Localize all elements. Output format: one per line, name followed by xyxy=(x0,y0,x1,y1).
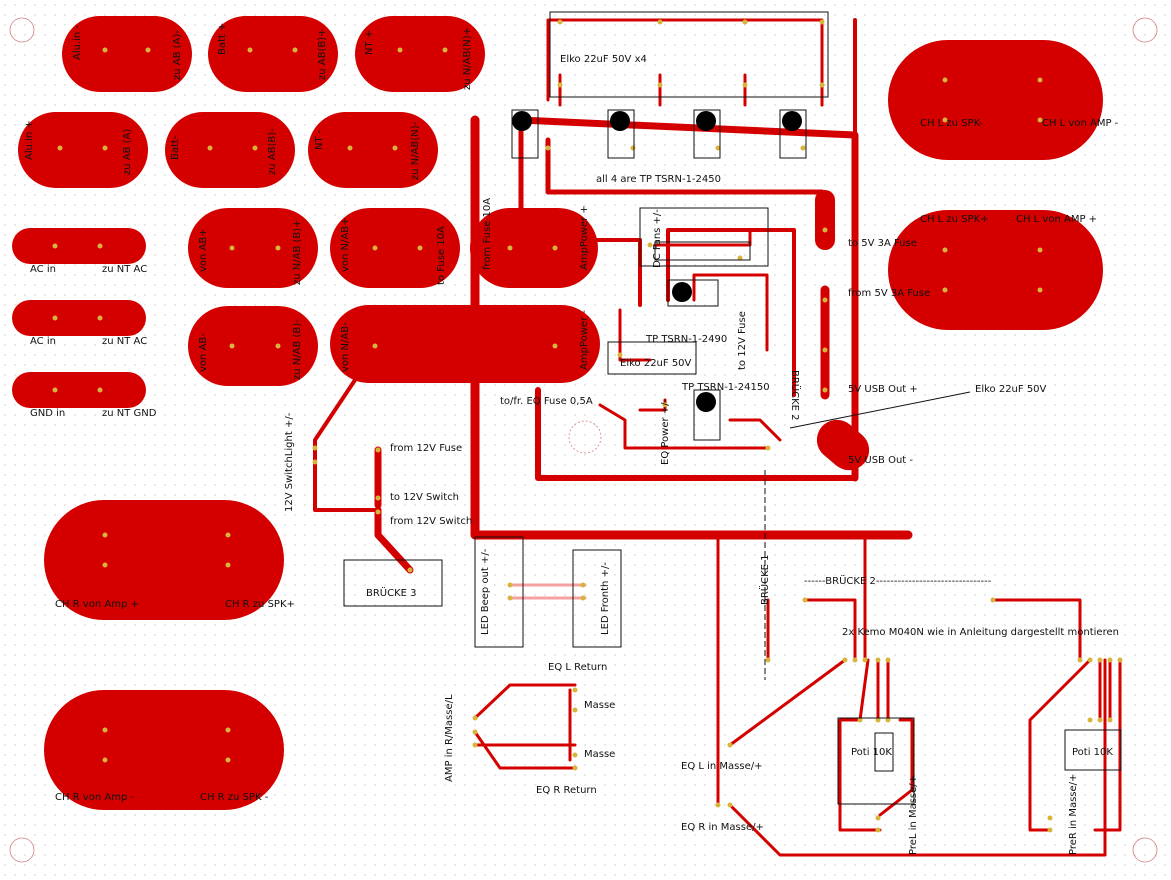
label-von-ab-minus: von AB- xyxy=(198,333,209,372)
label-to-12v-switch: to 12V Switch xyxy=(390,492,459,503)
board-labels: Alu.in - zu AB (A)- Batt + zu AB(B)+ NT … xyxy=(24,23,1119,855)
label-zu-nab-b-minus: zu N/AB (B)- xyxy=(292,319,303,380)
label-kemo-note: 2x Kemo M040N wie in Anleitung dargestel… xyxy=(842,627,1119,638)
label-masse-2: Masse xyxy=(584,749,615,760)
label-gnd-in: GND in xyxy=(30,408,65,419)
label-from-12v-fuse: from 12V Fuse xyxy=(390,443,462,454)
label-bruecke-2-vertical: BRÜCKE 2 xyxy=(789,370,802,421)
label-from-fuse-10a: from Fuse 10A xyxy=(482,198,493,270)
copper-traces xyxy=(313,18,1122,857)
label-eq-power: EQ Power +/- xyxy=(660,398,671,465)
label-from-5v-fuse: from 5V 3A Fuse xyxy=(848,288,930,299)
label-pre-l-in: PreL in Masse/+ xyxy=(908,775,919,855)
label-tp-tsrn-24150: TP TSRN-1-24150 xyxy=(681,382,770,393)
label-from-12v-switch: from 12V Switch xyxy=(390,516,472,527)
label-poti-2: Poti 10K xyxy=(1072,747,1113,758)
label-usb-out-minus: 5V USB Out - xyxy=(848,455,913,466)
label-zu-ab-a-minus: zu AB (A)- xyxy=(172,30,183,80)
label-ch-r-von-amp-plus: CH R von Amp + xyxy=(55,599,139,610)
label-elko-22uf-a: Elko 22uF 50V xyxy=(620,358,692,369)
label-alu-in-minus: Alu.in - xyxy=(72,25,83,60)
label-zu-nab-b-plus-2: zu N/AB (B)+ xyxy=(292,219,303,285)
black-vias xyxy=(512,111,802,412)
label-batt-minus: Batt- xyxy=(170,135,181,160)
label-led-beep: LED Beep out +/- xyxy=(480,548,491,635)
component-pins xyxy=(52,19,1123,833)
label-zu-ab-a-plus: zu AB (A) xyxy=(122,129,133,175)
label-ch-l-von-amp-minus: CH L von AMP - xyxy=(1042,118,1119,129)
label-bruecke-2: ------BRÜCKE 2--------------------------… xyxy=(804,574,992,587)
label-ac-in-1: AC in xyxy=(30,264,56,275)
label-ch-l-von-amp-plus: CH L von AMP + xyxy=(1016,214,1097,225)
label-zu-ab-b-plus: zu AB(B)+ xyxy=(317,28,328,80)
label-zu-nt-gnd: zu NT GND xyxy=(102,408,157,419)
label-amppower-minus: AmpPower - xyxy=(579,310,590,370)
label-von-nab-minus: von N/AB- xyxy=(340,322,351,372)
label-ch-l-zu-spk-plus: CH L zu SPK+ xyxy=(920,214,989,225)
label-bruecke-3: BRÜCKE 3 xyxy=(366,586,417,599)
label-ch-l-zu-spk-minus: CH L zu SPK- xyxy=(920,118,983,129)
label-von-nab-plus: von N/AB+ xyxy=(340,218,351,272)
label-elko-22uf-b: Elko 22uF 50V xyxy=(975,384,1047,395)
label-masse-1: Masse xyxy=(584,700,615,711)
label-amp-in: AMP in R/Masse/L xyxy=(444,694,455,782)
label-pre-r-in: PreR in Masse/+ xyxy=(1068,774,1079,855)
label-bruecke-1: BRÜCKE 1 xyxy=(758,554,771,605)
component-outlines xyxy=(343,11,1122,805)
label-elko-x4: Elko 22uF 50V x4 xyxy=(560,54,647,65)
label-nt-minus: NT - xyxy=(314,129,325,150)
label-ac-in-2: AC in xyxy=(30,336,56,347)
label-led-fronth: LED Fronth +/- xyxy=(600,562,611,635)
label-all-4-tsrn: all 4 are TP TSRN-1-2450 xyxy=(596,174,721,185)
label-zu-nt-ac-1: zu NT AC xyxy=(102,264,147,275)
label-eq-r-return: EQ R Return xyxy=(536,785,597,796)
label-ch-r-zu-spk-plus: CH R zu SPK+ xyxy=(225,599,295,610)
label-switchlight: 12V SwitchLight +/- xyxy=(284,412,295,512)
label-eq-r-in: EQ R in Masse/+ xyxy=(681,822,764,833)
label-zu-ab-b-minus: zu AB(B)- xyxy=(267,128,278,175)
label-eq-l-return: EQ L Return xyxy=(548,662,607,673)
label-to-5v-fuse: to 5V 3A Fuse xyxy=(848,238,917,249)
label-dc-fans: DC Fans +/- xyxy=(652,209,663,268)
label-amppower-plus: AmpPower + xyxy=(579,205,590,270)
label-ch-r-von-amp-minus: CH R von Amp - xyxy=(55,792,134,803)
label-alu-in-plus: Alu.in + xyxy=(24,120,35,160)
label-usb-out-plus: 5V USB Out + xyxy=(848,384,918,395)
label-ch-r-zu-spk-minus: CH R zu SPK - xyxy=(200,792,269,803)
label-eq-l-in: EQ L in Masse/+ xyxy=(681,761,763,772)
label-zu-nab-b-plus: zu N/AB(N)+ xyxy=(462,27,473,90)
label-nt-plus: NT + xyxy=(364,30,375,55)
label-to-fuse-10a: to Fuse 10A xyxy=(436,226,447,285)
label-zu-nt-ac-2: zu NT AC xyxy=(102,336,147,347)
label-zu-nab-n-minus: zu N/AB(N)- xyxy=(410,121,421,180)
label-eq-fuse: to/fr. EQ Fuse 0,5A xyxy=(500,396,593,407)
label-poti-1: Poti 10K xyxy=(851,747,892,758)
label-tp-tsrn-2490: TP TSRN-1-2490 xyxy=(645,334,727,345)
label-to-12v-fuse: to 12V Fuse xyxy=(737,311,748,370)
label-von-ab-plus: von AB+ xyxy=(198,228,209,272)
mounting-holes xyxy=(9,17,1158,863)
copper-pads xyxy=(12,16,1103,810)
label-batt-plus: Batt + xyxy=(217,23,228,55)
